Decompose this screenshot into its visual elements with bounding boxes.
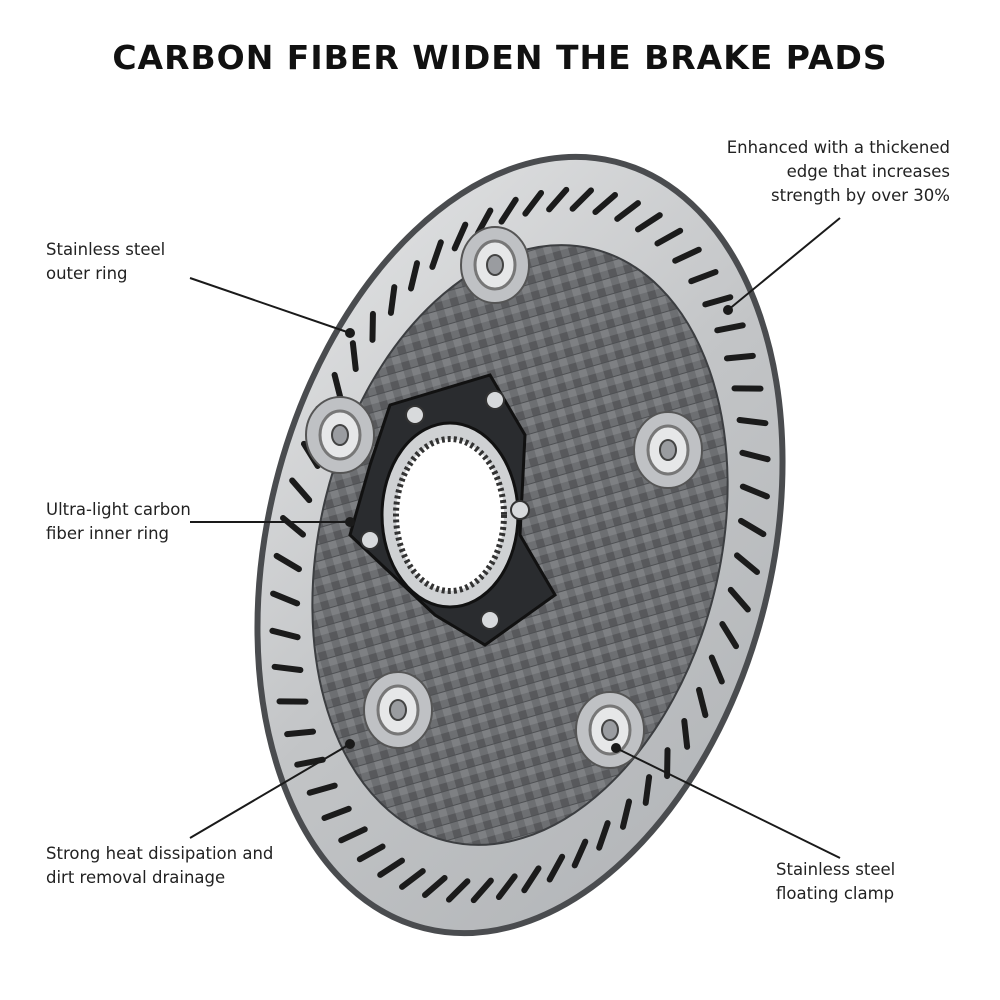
callout-edge-line3: strength by over 30% [771,186,950,205]
rotor-slot [407,260,421,292]
rotor-slots [269,186,771,904]
rotor-slot [719,621,740,650]
rotor-slot [279,514,307,538]
rotor-slot [727,586,751,613]
rotor-slot [723,352,756,362]
rotor-slot [592,191,619,216]
rotor-slot [470,877,494,904]
floating-clamps [305,226,703,769]
floating-clamp [633,411,703,489]
rotor-slot [321,805,352,821]
rotor-slot [284,728,317,738]
leader-dot-edge [723,305,733,315]
callout-edge-line2: edge that increases [786,162,950,181]
rotor-slot [356,843,386,863]
leader-clamp [615,747,841,859]
page-title: CARBON FIBER WIDEN THE BRAKE PADS [112,38,888,77]
center-lock-adapter [348,373,557,647]
rotor-slot [421,874,448,899]
rotor-slot [642,774,653,806]
rotor-slot [681,717,691,750]
rotor-slot [429,239,444,270]
rotor-slot [702,294,734,308]
callout-inner-ring-line1: Ultra-light carbon [46,500,191,519]
callout-heat-line2: dirt removal drainage [46,868,226,887]
rotor-slot [399,868,426,890]
rotor-slot [369,310,376,343]
rotor-slot [338,826,368,844]
rotor-slot [522,189,545,217]
rotor-slot [387,284,398,316]
leader-heat [189,743,351,839]
callout-inner-ring: Ultra-light carbon fiber inner ring [46,498,191,546]
rotor-slot [451,221,469,252]
rotor-slot [736,417,769,427]
leader-edge [727,217,841,311]
rotor-slot [377,857,405,878]
rotor-slot [289,477,313,504]
rotor-slot [498,196,519,225]
rotor-slot [271,663,304,673]
rotor-slot [596,820,611,851]
rotor-slot [349,340,359,373]
callout-outer-ring-line1: Stainless steel [46,240,166,259]
rotor-slot [571,838,589,869]
rotor-slot [546,186,570,213]
rotor-slot [331,371,344,404]
callout-clamp-line2: floating clamp [776,884,895,903]
rotor-slot [270,590,301,607]
leader-outer-ring [189,277,351,334]
rotor-slot [273,552,302,573]
callout-outer-ring-line2: outer ring [46,264,128,283]
rotor-slot [635,212,663,233]
rotor-slot [672,246,702,264]
rotor-slot [619,798,633,830]
callout-heat-line1: Strong heat dissipation and [46,844,274,863]
callout-inner-ring-line2: fiber inner ring [46,524,170,543]
rotor-slot [614,200,641,222]
leader-dot-heat [345,739,355,749]
callout-edge-line1: Enhanced with a thickened [726,138,950,157]
leader-dot-clamp [611,743,621,753]
rotor-slot [569,187,595,212]
rotor-slot [696,686,709,719]
callout-edge: Enhanced with a thickened edge that incr… [727,136,950,208]
rotor-slot [445,878,471,903]
callout-heat: Strong heat dissipation and dirt removal… [46,842,273,890]
callout-clamp-line1: Stainless steel [776,860,896,879]
callout-clamp: Stainless steel floating clamp [776,858,895,906]
rotor-slot [739,449,771,463]
floating-clamp [575,691,645,769]
rotor-slot [474,207,494,237]
rotor-slot [276,698,309,705]
floating-clamp [363,671,433,749]
rotor-slot [306,782,338,796]
rotor-slot [495,873,518,901]
floating-clamp [460,226,530,304]
rotor-slot [294,756,326,768]
rotor-slot [733,552,761,576]
rotor-slot [708,654,725,685]
rotor-slot [688,269,719,285]
rotor-slot [739,483,770,500]
rotor-slot [714,322,746,334]
leader-dot-outer-ring [345,328,355,338]
leader-dot-inner-ring [345,517,355,527]
rotor-slot [664,747,671,780]
rotor-slot [654,227,684,247]
callout-outer-ring: Stainless steel outer ring [46,238,165,286]
rotor-slot [521,865,542,894]
rotor-slot [731,385,764,392]
floating-clamp [305,396,375,474]
rotor-slot [546,853,566,883]
rotor-slot [738,517,767,538]
rotor-slot [269,627,301,641]
